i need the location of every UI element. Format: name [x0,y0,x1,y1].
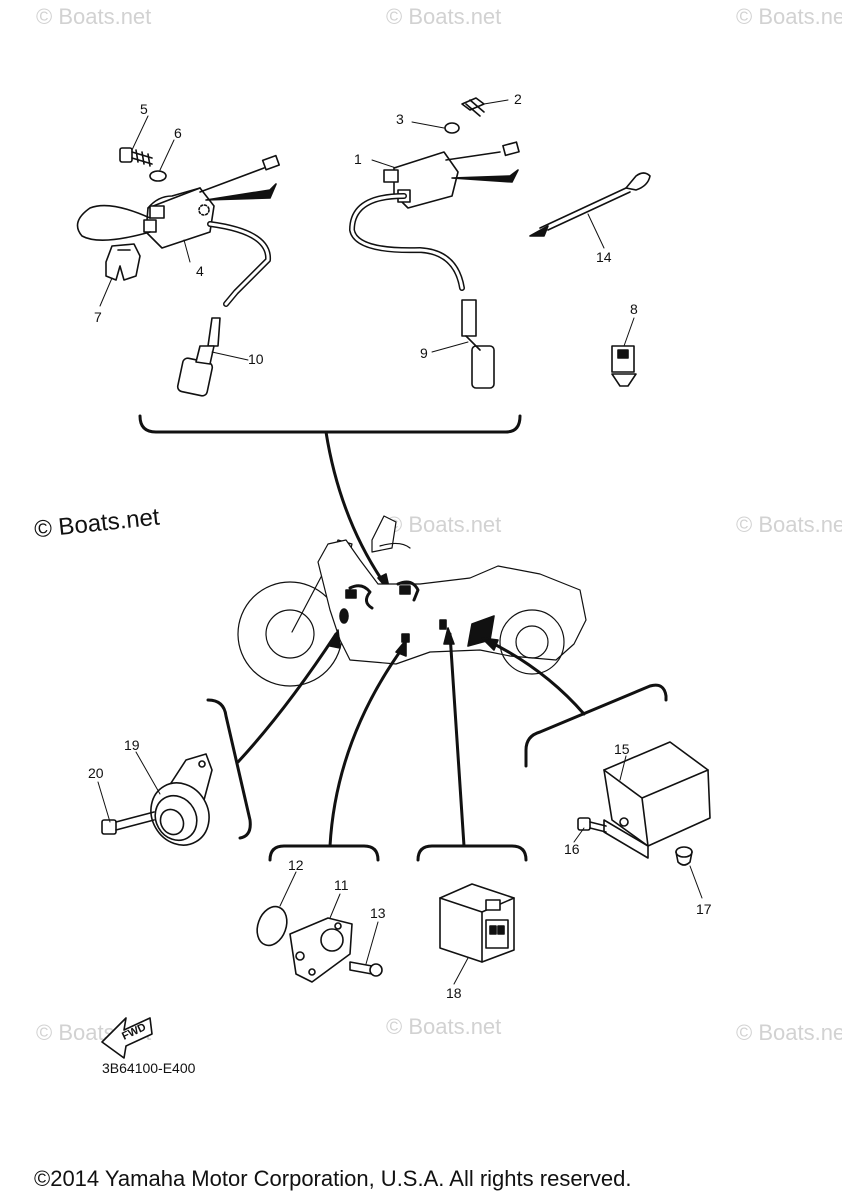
rectifier-part [603,741,711,859]
diagram-code: 3B64100-E400 [102,1060,196,1076]
washer-3-part [444,122,460,134]
horn-bolt-part [101,811,155,835]
ignition-coil-right-part [349,141,520,389]
rectifier-bolt-part [577,817,607,833]
callout-19: 19 [124,737,140,753]
watermark: © Boats.net [36,4,152,29]
watermark: © Boats.net [736,512,842,537]
sensor-probe-part [529,172,651,237]
group-bracket-horn [206,698,252,840]
sensor-plate-part [289,917,353,983]
clip-part [611,345,637,387]
callout-9: 9 [420,345,428,361]
callout-5: 5 [140,101,148,117]
callout-leaders [97,99,703,985]
callout-10: 10 [248,351,264,367]
callout-16: 16 [564,841,580,857]
callout-8: 8 [630,301,638,317]
callout-17: 17 [696,901,712,917]
watermark: © Boats.net [386,4,502,29]
o-ring-part [256,905,288,947]
callout-20: 20 [88,765,104,781]
bolt-5-part [119,147,153,167]
callout-14: 14 [596,249,612,265]
bolt-2-part [461,97,485,117]
callout-12: 12 [288,857,304,873]
callout-numbers: 1 2 3 4 5 6 7 8 9 10 11 12 13 14 15 16 1… [88,91,712,1001]
callout-13: 13 [370,905,386,921]
callout-7: 7 [94,309,102,325]
callout-6: 6 [174,125,182,141]
motorcycle-silhouette [237,515,587,687]
group-bracket-top [138,414,522,434]
fwd-arrow-icon: FWD [101,1017,153,1059]
washer-6-part [149,170,167,182]
callout-2: 2 [514,91,522,107]
group-bracket-rectifier [524,683,668,768]
watermark: © Boats.net [386,512,502,537]
callout-15: 15 [614,741,630,757]
callout-4: 4 [196,263,204,279]
callout-1: 1 [354,151,362,167]
callout-3: 3 [396,111,404,127]
callout-18: 18 [446,985,462,1001]
watermark: © Boats.net [736,1020,842,1045]
group-bracket-sensor [268,844,380,862]
collar-part [675,846,693,866]
ignition-coil-left-part [76,154,281,397]
horn-part [150,753,213,846]
relay-part [439,883,515,963]
callout-11: 11 [334,877,349,893]
clamp-part [105,243,141,281]
watermark: © Boats.net [386,1014,502,1039]
copyright-notice: ©2014 Yamaha Motor Corporation, U.S.A. A… [34,1166,632,1191]
group-bracket-relay [416,844,528,862]
screw-part [349,961,383,977]
watermark: © Boats.net [736,4,842,29]
